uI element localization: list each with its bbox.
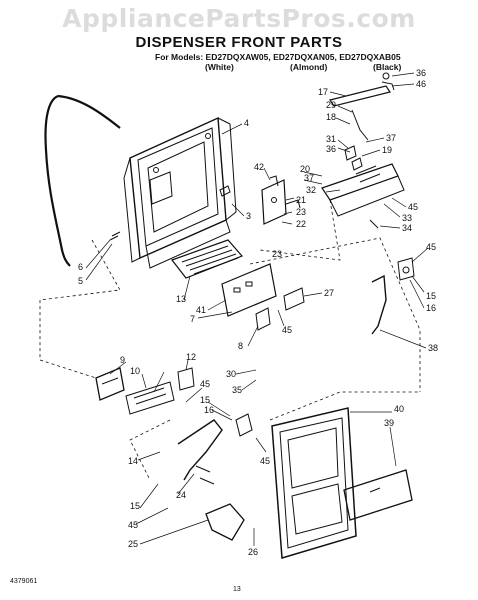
callout-18: 18 (326, 112, 336, 122)
models-line: For Models: ED27DQXAW05, ED27DQXAN05, ED… (155, 52, 401, 62)
callout-23a: 23 (296, 207, 306, 217)
callout-37a: 37 (386, 133, 396, 143)
front-panel-insert (343, 469, 413, 521)
drip-grille (171, 239, 244, 279)
callout-leaders (85, 72, 429, 546)
callout-3: 3 (246, 211, 251, 221)
screw-5-6 (109, 231, 121, 241)
callout-42: 42 (254, 162, 264, 172)
callout-39: 39 (384, 418, 394, 428)
variant-black: (Black) (373, 62, 402, 72)
callout-16a: 16 (426, 303, 436, 313)
control-board (221, 263, 305, 331)
callout-22: 22 (296, 219, 306, 229)
ice-paddle-lever (177, 413, 253, 485)
document-number: 4379061 (10, 578, 38, 585)
water-tube (44, 94, 121, 267)
callout-13: 13 (176, 294, 186, 304)
light-socket (125, 381, 175, 415)
callout-15b: 15 (200, 395, 210, 405)
light-lens (95, 367, 125, 401)
front-panel-frame (271, 407, 357, 559)
watermark: AppliancePartsPros.com (62, 4, 416, 33)
callout-38: 38 (428, 343, 438, 353)
screw-3 (219, 185, 231, 197)
callout-23b: 23 (272, 249, 282, 259)
callout-46: 46 (416, 79, 426, 89)
callout-10: 10 (130, 366, 140, 376)
callout-34: 34 (402, 223, 412, 233)
callout-15c: 15 (130, 501, 140, 511)
callout-45e: 45 (260, 456, 270, 466)
callout-26: 26 (248, 547, 258, 557)
callout-17: 17 (318, 87, 328, 97)
chute-door (205, 503, 245, 541)
callout-24: 24 (176, 490, 186, 500)
callout-21: 21 (296, 195, 306, 205)
callout-15a: 15 (426, 291, 436, 301)
callout-32: 32 (306, 185, 316, 195)
callout-45f: 45 (128, 520, 138, 530)
variant-white: (White) (205, 62, 234, 72)
callout-20: 20 (300, 164, 310, 174)
callout-labels: 36 46 17 29 18 31 36 37 19 37 20 32 42 2… (78, 68, 438, 557)
leader-lines (39, 199, 421, 481)
page-title: DISPENSER FRONT PARTS (135, 34, 343, 51)
switch-bracket (261, 175, 301, 225)
callout-25: 25 (128, 539, 138, 549)
callout-5: 5 (78, 276, 83, 286)
callout-7: 7 (190, 314, 195, 324)
callout-45b: 45 (282, 325, 292, 335)
callout-41: 41 (196, 305, 206, 315)
callout-27: 27 (324, 288, 334, 298)
callout-35: 35 (232, 385, 242, 395)
callout-31: 31 (326, 134, 336, 144)
callout-45c: 45 (426, 242, 436, 252)
callout-30: 30 (226, 369, 236, 379)
actuator-assembly (321, 72, 405, 229)
callout-36a: 36 (416, 68, 426, 78)
lever-arm-right (371, 257, 415, 335)
callout-9: 9 (120, 355, 125, 365)
callout-36b: 36 (326, 144, 336, 154)
bracket-12 (177, 367, 195, 391)
callout-19: 19 (382, 145, 392, 155)
variant-almond: (Almond) (290, 62, 328, 72)
callout-12: 12 (186, 352, 196, 362)
callout-45a: 45 (408, 202, 418, 212)
callout-33: 33 (402, 213, 412, 223)
callout-45d: 45 (200, 379, 210, 389)
dispenser-housing (123, 116, 237, 269)
page-number: 13 (233, 586, 241, 593)
callout-14: 14 (128, 456, 138, 466)
callout-29: 29 (326, 100, 336, 110)
callout-8: 8 (238, 341, 243, 351)
callout-16b: 16 (204, 405, 214, 415)
callout-4: 4 (244, 118, 249, 128)
callout-6: 6 (78, 262, 83, 272)
callout-40: 40 (394, 404, 404, 414)
callout-37b: 37 (304, 173, 314, 183)
